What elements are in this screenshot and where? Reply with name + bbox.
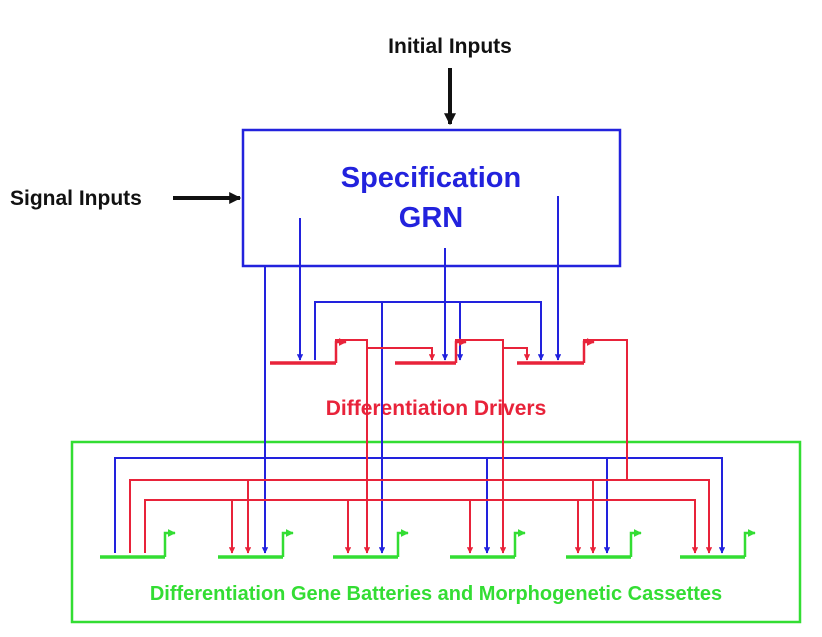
driver-gene-2: [395, 337, 467, 365]
specification-grn-subtitle: GRN: [399, 202, 463, 234]
gene-batteries-box: [70, 440, 802, 624]
battery-gene-6: [680, 528, 756, 559]
signal-inputs-label: Signal Inputs: [10, 187, 142, 210]
blue-crosslink-drivers: [314, 301, 545, 361]
battery-genes: [100, 528, 756, 559]
driver-gene-1: [270, 337, 347, 365]
specification-grn-title: Specification: [341, 162, 522, 194]
battery-gene-4: [450, 528, 526, 559]
initial-inputs-label: Initial Inputs: [388, 35, 512, 58]
gene-batteries-label: Differentiation Gene Batteries and Morph…: [150, 583, 722, 605]
red-bus-lower: [144, 499, 699, 554]
driver-genes: [270, 337, 595, 365]
battery-gene-5: [566, 528, 642, 559]
blue-regulatory-links: [114, 196, 726, 554]
battery-gene-1: [100, 528, 176, 559]
blue-bus-batteries: [114, 457, 726, 554]
battery-gene-3: [333, 528, 409, 559]
red-driver1-output: [335, 339, 371, 554]
driver-gene-3: [517, 337, 595, 365]
specification-grn-box: [241, 128, 622, 268]
differentiation-drivers-label: Differentiation Drivers: [326, 397, 547, 420]
red-driver2-to-driver1: [367, 347, 436, 361]
red-driver2-output: [455, 339, 507, 554]
battery-gene-2: [218, 528, 294, 559]
red-bus-upper: [129, 479, 713, 554]
red-regulatory-links: [129, 339, 713, 554]
red-driver3-to-driver2: [503, 347, 531, 361]
